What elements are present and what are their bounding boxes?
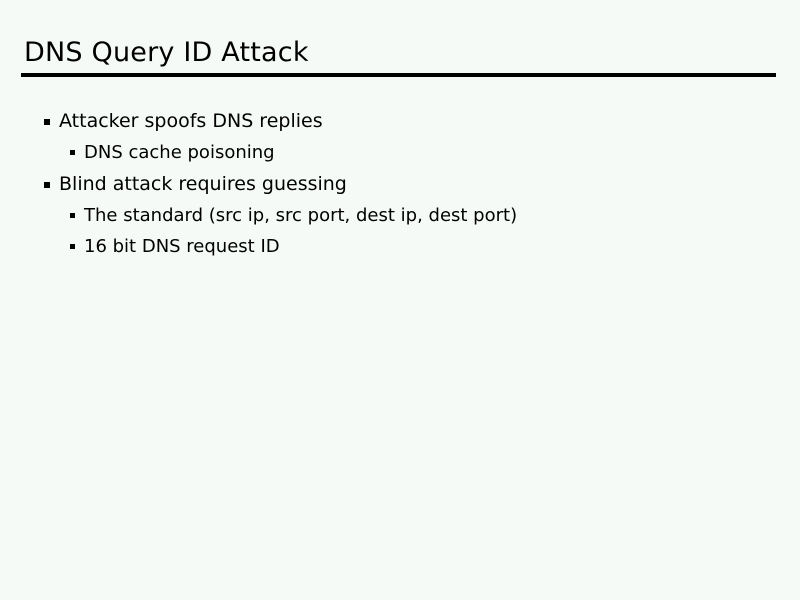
square-bullet-icon [44,119,50,125]
square-bullet-icon [70,213,75,218]
list-item: 16 bit DNS request ID [0,234,800,265]
square-bullet-icon [70,244,75,249]
list-item: The standard (src ip, src port, dest ip,… [0,203,800,234]
list-item-label: 16 bit DNS request ID [84,236,280,257]
list-item: Blind attack requires guessing [0,171,800,203]
title-underline-rule [21,73,776,77]
page-title: DNS Query ID Attack [24,37,309,68]
list-item: Attacker spoofs DNS replies [0,108,800,140]
bullet-list: Attacker spoofs DNS replies DNS cache po… [0,108,800,265]
square-bullet-icon [70,150,75,155]
square-bullet-icon [44,182,50,188]
list-item-label: Attacker spoofs DNS replies [59,110,323,132]
list-item-label: The standard (src ip, src port, dest ip,… [84,205,518,226]
list-item-label: Blind attack requires guessing [59,173,347,195]
list-item-label: DNS cache poisoning [84,142,275,163]
list-item: DNS cache poisoning [0,140,800,171]
